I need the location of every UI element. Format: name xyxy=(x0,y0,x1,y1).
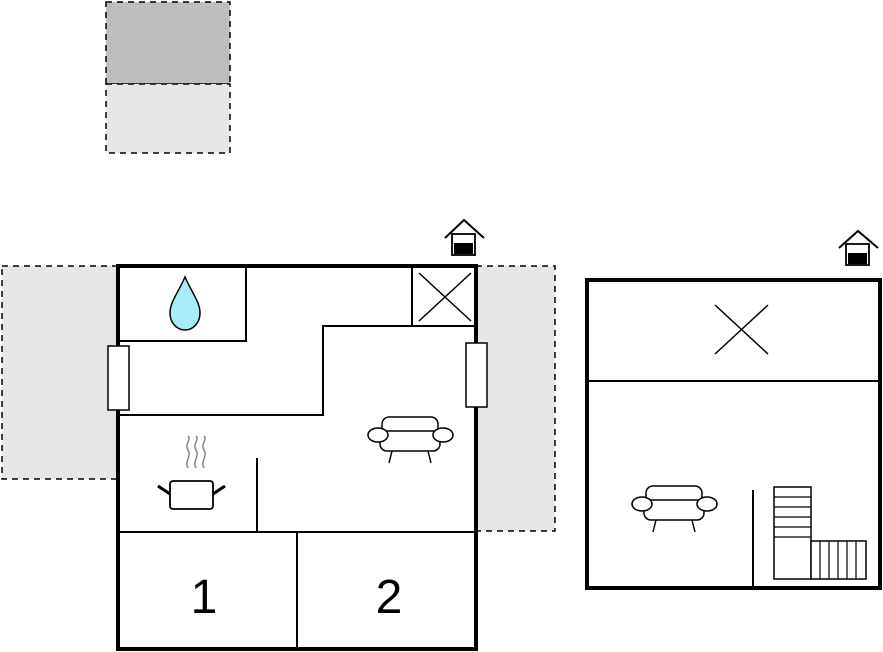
room-number-2: 2 xyxy=(376,571,403,624)
upper-floor-walls xyxy=(589,380,878,586)
entrance-house-icon xyxy=(838,229,879,266)
window-icon xyxy=(107,345,130,411)
sofa-icon xyxy=(367,416,454,464)
water-drop-icon xyxy=(169,275,201,331)
ground-floor-outline xyxy=(116,264,478,651)
terrace-covered xyxy=(105,1,231,85)
room-number-1: 1 xyxy=(191,571,218,624)
upper-floor-outline xyxy=(585,278,882,590)
cooking-pot-icon xyxy=(157,435,226,510)
terrace-left xyxy=(1,265,119,480)
ground-floor-walls xyxy=(120,268,474,647)
void-cross-icon xyxy=(714,304,769,355)
sofa-icon xyxy=(631,485,718,533)
void-cross-icon xyxy=(418,272,472,322)
stairs-icon xyxy=(773,486,867,580)
terrace-right xyxy=(475,265,556,532)
window-icon xyxy=(465,342,488,408)
entrance-house-icon xyxy=(444,218,485,256)
terrace-open xyxy=(105,83,231,154)
